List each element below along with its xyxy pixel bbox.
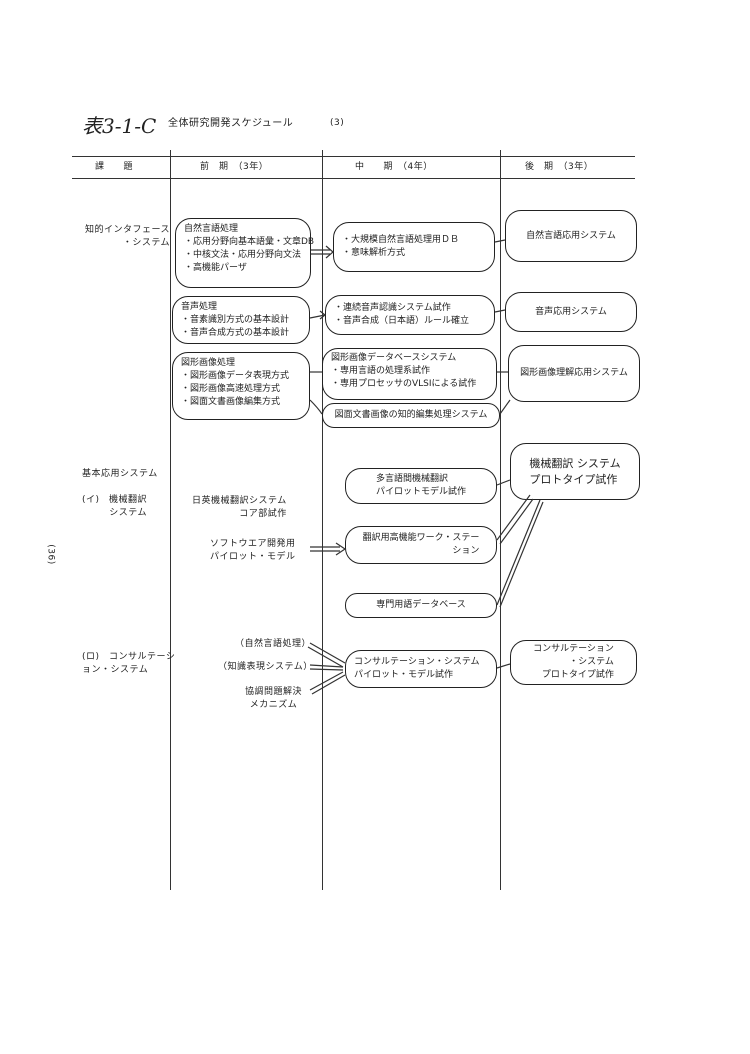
header-early: 前 期 （3年） [200,162,269,172]
page-title: 全体研究開発スケジュール [168,118,294,129]
arrow-icon [499,399,511,415]
column-divider [170,150,171,890]
late-nlp-box: 自然言語応用システム [505,210,637,262]
arrow-icon [496,499,544,608]
early-nlp-box: 自然言語処理 ・応用分野向基本語彙・文章DB ・中核文法・応用分野向文法 ・高機… [175,218,315,288]
arrow-icon [496,479,511,486]
box-title: 図形画像データベースシステム [331,353,457,363]
box-item: ・音声合成方式の基本設計 [181,328,290,338]
arrow-icon [309,664,344,671]
arrow-icon [310,542,347,556]
header-late: 後 期 （3年） [525,162,594,172]
header-theme: 課 題 [95,162,134,172]
early-image-box: 図形画像処理 ・図形画像データ表現方式 ・図形画像高速処理方式 ・図面文書画像編… [172,352,310,420]
header-bottom-rule [72,178,635,179]
box-item: ・中核文法・応用分野向文法 [184,250,302,260]
column-divider [322,150,323,890]
middle-image-box: 図形画像データベースシステム ・専用言語の処理系試作 ・専用プロセッサのVLSI… [322,348,497,400]
middle-multi-mt-box: 多言語間機械翻訳 パイロットモデル試作 [345,468,497,504]
box-item: ・音声合成（日本語）ルール確立 [334,316,470,326]
early-speech-box: 音声処理 ・音素識別方式の基本設計 ・音声合成方式の基本設計 [172,296,310,344]
box-item: ・図面文書画像編集方式 [181,397,281,407]
arrow-icon [309,399,323,415]
middle-consult-box: コンサルテーション・システム パイロット・モデル試作 [345,650,497,688]
box-item: ・大規模自然言語処理用ＤＢ [342,235,460,245]
arrow-icon [311,245,334,259]
arrow-icon [309,671,346,695]
arrow-icon [496,494,534,545]
theme-mt: (イ) 機械翻訳 システム [82,495,148,518]
arrow-icon [309,310,326,320]
early-sw-pilot: ソフトウエア開発用 パイロット・モデル [210,539,296,562]
middle-workstation-box: 翻訳用高機能ワーク・ステー ション [345,526,497,564]
box-item: ・専用言語の処理系試作 [331,366,431,376]
early-consult-nlp: （自然言語処理） [235,639,312,649]
arrow-icon [494,309,506,313]
box-item: ・応用分野向基本語彙・文章DB [184,237,315,247]
header-middle: 中 期 （4年） [355,162,433,172]
middle-nlp-box: ・大規模自然言語処理用ＤＢ ・意味解析方式 [333,222,495,272]
box-title: 自然言語処理 [184,224,239,234]
late-speech-box: 音声応用システム [505,292,637,332]
early-consult-kr: （知識表現システム） [218,662,313,672]
arrow-icon [494,239,506,243]
box-item: ・意味解析方式 [342,248,406,258]
theme-basic-app: 基本応用システム [82,469,158,479]
box-title: 図形画像処理 [181,358,236,368]
column-divider [500,150,501,890]
late-consult-box: コンサルテーション ・システム プロトタイプ試作 [510,640,637,685]
box-item: ・専用プロセッサのVLSIによる試作 [331,379,477,389]
middle-term-db-box: 専門用語データベース [345,593,497,618]
arrow-icon [496,663,511,669]
middle-image2-box: 図面文書画像の知的編集処理システム [322,403,500,428]
header-top-rule [72,156,635,157]
table-code: 表3-1-C [82,114,157,138]
early-consult-coop: 協調問題解決 メカニズム [245,687,303,710]
box-item: ・図形画像データ表現方式 [181,371,290,381]
box-item: ・図形画像高速処理方式 [181,384,281,394]
late-image-box: 図形画像理解応用システム [508,345,640,402]
late-mt-box: 機械翻訳 システム プロトタイプ試作 [510,443,640,500]
box-item: ・連続音声認識システム試作 [334,303,451,313]
box-title: 音声処理 [181,302,218,312]
box-item: ・高機能パーザ [184,263,247,273]
title-number: (3) [330,118,345,128]
arrow-icon [307,642,346,668]
theme-consult: (ロ) コンサルテーシ ョン・システム [82,652,176,675]
early-mt-core: 日英機械翻訳システム コア部試作 [192,496,287,519]
box-item: ・音素識別方式の基本設計 [181,315,290,325]
theme-intelligent-interface: 知的インタフェース ・システム [85,225,171,248]
